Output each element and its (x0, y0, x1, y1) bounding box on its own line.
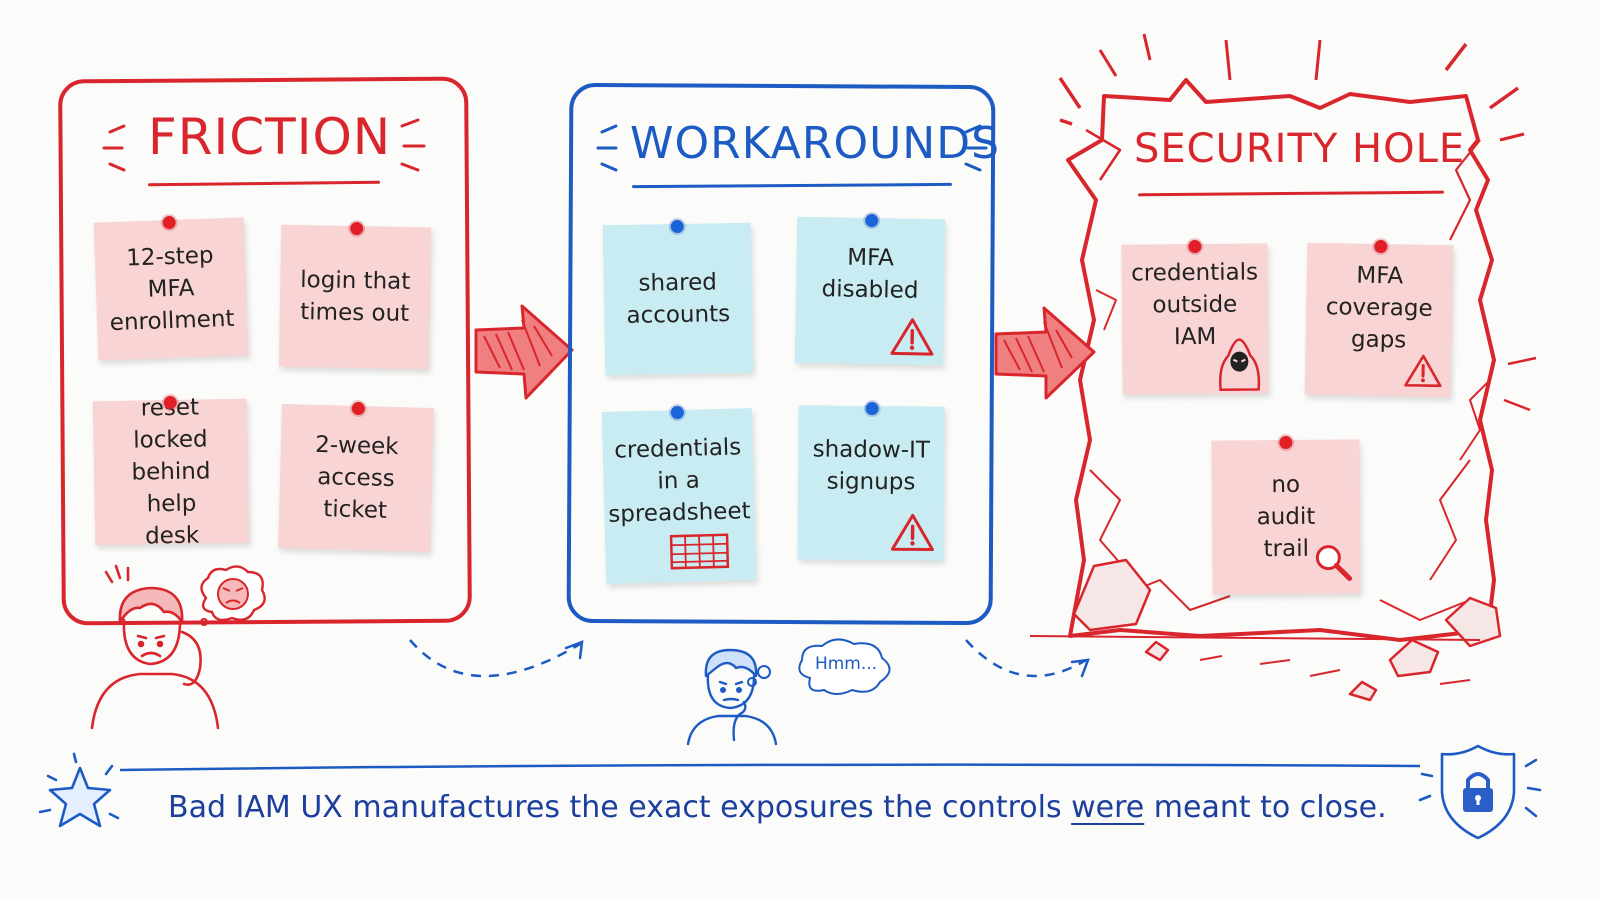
workarounds-note: credentials in a spreadsheet (601, 405, 757, 584)
pushpin-icon (865, 213, 879, 228)
friction-note: 12-step MFA enrollment (93, 215, 249, 361)
star-icon (38, 752, 120, 828)
note-text: login that times out (300, 267, 411, 327)
pushpin-icon (670, 219, 684, 234)
workarounds-note: MFA disabled (794, 213, 946, 366)
shield-lock-icon (1418, 744, 1542, 840)
security-hole-note: credentials outside IAM (1121, 239, 1269, 395)
thought-text: Hmm... (814, 654, 878, 674)
note-text: credentials in a spreadsheet (608, 434, 751, 528)
conclusion-divider (119, 763, 1421, 772)
note-text: shadow-IT signups (812, 436, 931, 496)
note-text: 12-step MFA enrollment (109, 242, 235, 337)
note-text: MFA coverage gaps (1325, 262, 1433, 354)
friction-title: FRICTION (148, 108, 392, 166)
pushpin-icon (1188, 239, 1202, 254)
conclusion-statement: Bad IAM UX manufactures the exact exposu… (168, 790, 1408, 836)
conclusion-emphasis: were (1071, 790, 1145, 825)
warning-icon (890, 513, 934, 552)
workarounds-title-sparks (596, 124, 988, 172)
conclusion-text-before: Bad IAM UX manufactures the exact exposu… (168, 790, 1072, 825)
friction-note: login that times out (278, 221, 432, 370)
pushpin-icon (351, 401, 365, 416)
note-text: no audit trail (1256, 471, 1316, 563)
hooded-hacker-icon (1219, 338, 1261, 392)
pushpin-icon (1374, 239, 1388, 254)
pushpin-icon (865, 401, 879, 416)
security-hole-title: SECURITY HOLE (1134, 126, 1466, 172)
pushpin-icon (162, 215, 176, 230)
friction-title-sparks (102, 118, 426, 172)
note-text: MFA disabled (821, 244, 919, 304)
friction-note: 2-week access ticket (278, 401, 434, 552)
angry-face-icon (200, 565, 266, 626)
note-text: reset locked behind help desk (131, 395, 211, 550)
arrow-workarounds-to-security-hole (994, 306, 1096, 400)
security-hole-note: no audit trail (1211, 435, 1361, 595)
pushpin-icon (1279, 435, 1293, 450)
friction-note: reset locked behind help desk (92, 395, 250, 549)
conclusion-text-after: meant to close. (1144, 790, 1387, 825)
workarounds-note: shadow-IT signups (797, 401, 945, 561)
thinking-person-icon (686, 648, 778, 746)
pushpin-icon (670, 405, 684, 420)
spreadsheet-icon (669, 533, 730, 570)
warning-icon (890, 318, 934, 356)
magnifier-icon (1315, 545, 1353, 581)
pushpin-icon (350, 221, 364, 236)
cracked-wall-frame (1058, 33, 1537, 642)
security-hole-note: MFA coverage gaps (1304, 239, 1454, 398)
dashed-flow-arrows (409, 639, 1087, 678)
thought-cloud (747, 638, 891, 695)
warning-icon (1404, 354, 1442, 388)
rubble-rocks (1072, 558, 1502, 702)
workarounds-title: WORKAROUNDS (630, 118, 1001, 169)
arrow-friction-to-workarounds (474, 304, 574, 400)
frustrated-person-icon (90, 564, 220, 730)
note-text: shared accounts (626, 269, 731, 329)
workarounds-note: shared accounts (602, 219, 754, 376)
ground-scratches (1029, 635, 1481, 685)
note-text: 2-week access ticket (314, 431, 399, 524)
